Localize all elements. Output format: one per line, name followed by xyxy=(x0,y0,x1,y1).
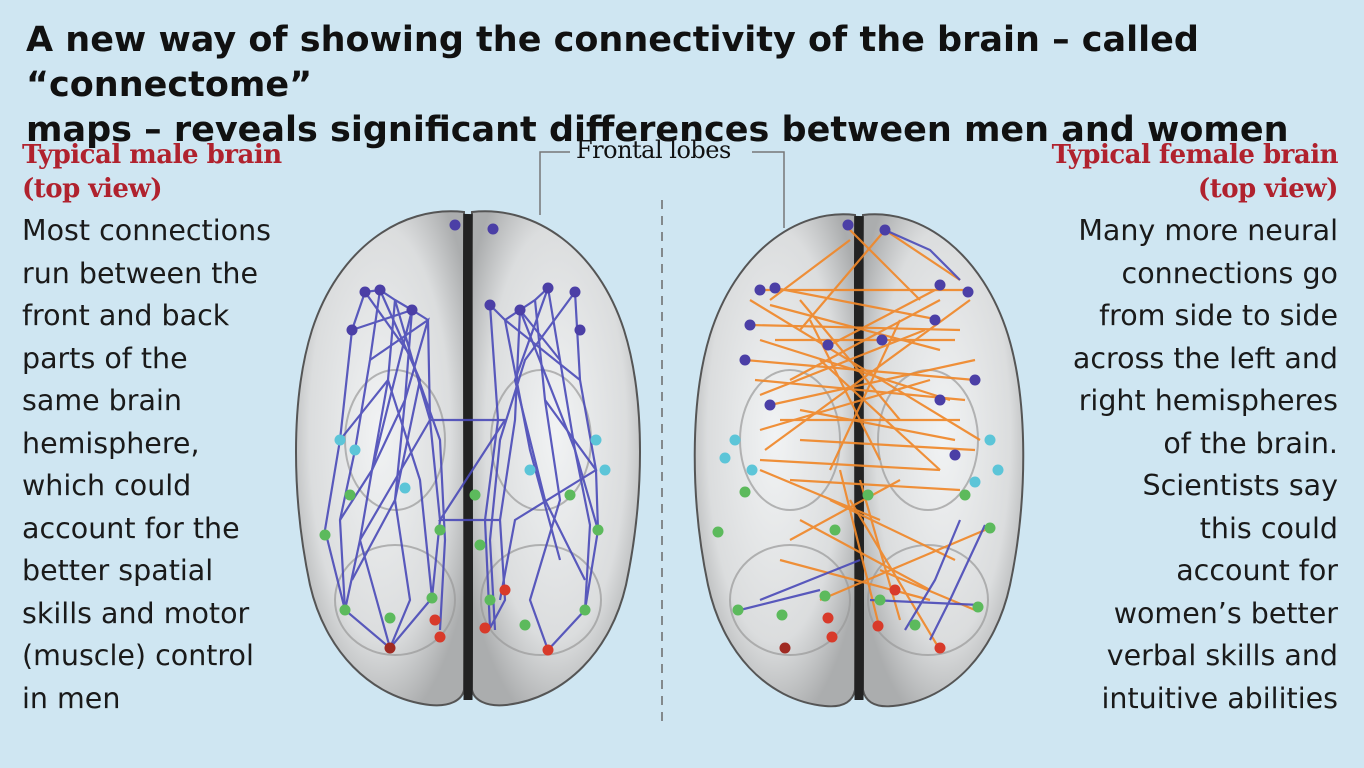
page-title: A new way of showing the connectivity of… xyxy=(26,18,1346,153)
male-brain-description: Most connections run between the front a… xyxy=(22,210,271,720)
female-brain-description: Many more neural connections go from sid… xyxy=(1073,210,1338,720)
male-nodes xyxy=(319,219,611,656)
male-desc-line: account for the xyxy=(22,511,240,545)
female-brain-heading: Typical female brain (top view) xyxy=(1051,138,1339,206)
male-desc-line: run between the xyxy=(22,256,258,290)
female-desc-line: across the left and xyxy=(1072,341,1338,375)
male-desc-line: front and back xyxy=(22,299,230,332)
female-purple-links xyxy=(739,228,986,641)
female-desc-line: from side to side xyxy=(1099,299,1338,332)
male-desc-line: skills and motor xyxy=(22,596,250,630)
female-brain xyxy=(693,213,1025,708)
female-heading-line-1: Typical female brain xyxy=(1051,140,1339,170)
title-line-2: maps – reveals significant differences b… xyxy=(26,110,1289,150)
male-desc-line: same brain xyxy=(22,384,182,417)
female-right-hemisphere xyxy=(862,213,1025,708)
frontal-lobes-leader xyxy=(539,151,785,228)
male-heading-line-2: (top view) xyxy=(22,174,163,204)
male-desc-line: in men xyxy=(22,681,121,715)
male-heading-line-1: Typical male brain xyxy=(22,140,282,170)
male-desc-line: (muscle) control xyxy=(22,639,254,672)
female-fissure xyxy=(853,215,865,701)
frontal-lobes-label: Frontal lobes xyxy=(576,136,731,164)
male-desc-line: parts of the xyxy=(22,341,188,375)
female-desc-line: verbal skills and xyxy=(1106,639,1338,672)
male-brain xyxy=(295,210,641,707)
male-fissure xyxy=(462,213,474,701)
male-desc-line: better spatial xyxy=(22,554,214,587)
female-desc-line: Scientists say xyxy=(1142,469,1338,502)
female-desc-line: connections go xyxy=(1121,256,1338,290)
female-desc-line: Many more neural xyxy=(1078,214,1338,247)
male-brain-heading: Typical male brain (top view) xyxy=(22,138,282,206)
female-desc-line: account for xyxy=(1176,554,1338,587)
female-desc-line: of the brain. xyxy=(1163,426,1338,460)
female-heading-line-2: (top view) xyxy=(1197,174,1339,204)
title-line-1: A new way of showing the connectivity of… xyxy=(26,20,1199,105)
male-desc-line: which could xyxy=(22,469,192,502)
female-nodes xyxy=(712,219,1004,654)
male-desc-line: hemisphere, xyxy=(22,426,200,460)
male-desc-line: Most connections xyxy=(22,214,271,247)
female-desc-line: this could xyxy=(1199,511,1338,545)
male-connections xyxy=(323,287,600,651)
female-connections xyxy=(744,224,986,651)
female-desc-line: intuitive abilities xyxy=(1101,681,1338,715)
female-desc-line: right hemispheres xyxy=(1078,384,1338,417)
female-desc-line: women’s better xyxy=(1113,596,1338,630)
